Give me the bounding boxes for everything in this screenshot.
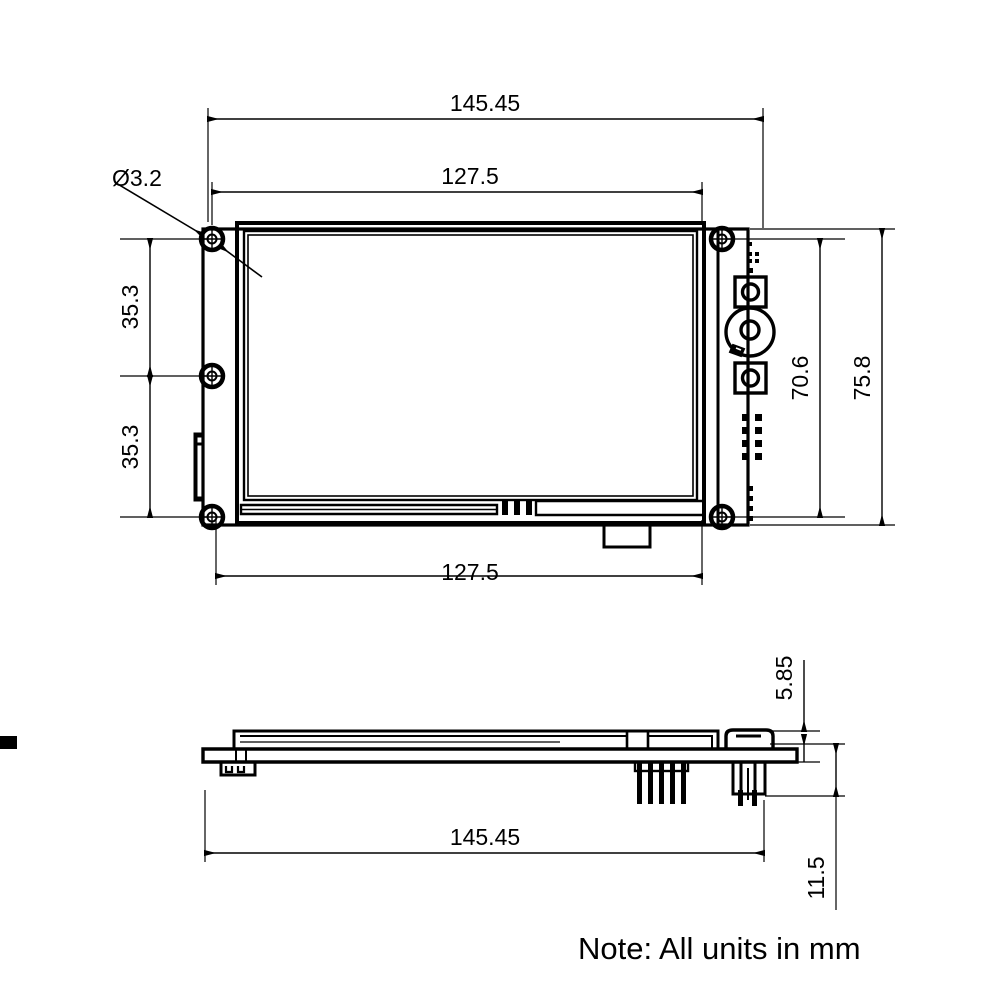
lcd-active-area-inner [247, 234, 694, 497]
side-lcd-body-inner-right [648, 735, 713, 749]
mounting-hole-middle-left [198, 362, 226, 390]
dim-5-85-group [770, 660, 820, 763]
left-edge-notch-outline [193, 432, 203, 502]
dot-column-upper [748, 242, 759, 273]
dim-hole-span-height: 70.6 [787, 356, 813, 401]
units-note: Note: All units in mm [578, 931, 861, 966]
dim-hole-pitch-lower: 35.3 [117, 425, 143, 470]
dim-145-45-bottom-group [204, 790, 765, 862]
dim-total-depth: 11.5 [803, 856, 829, 899]
dim-hole-diameter: Ø3.2 [112, 165, 162, 191]
flex-tick-3 [526, 501, 532, 515]
dim-board-stack-height: 5.85 [771, 656, 797, 701]
side-lcd-body [232, 729, 720, 751]
dim-145-45-top-group [207, 108, 764, 228]
dim-hole-span-top: 127.5 [441, 163, 499, 189]
lcd-active-area [242, 229, 699, 502]
header-pins [633, 760, 690, 804]
pad-array [742, 414, 762, 460]
dim-75-8-group [750, 228, 895, 526]
hole-diameter-leader [115, 182, 263, 278]
left-connector-body [219, 762, 257, 777]
lcd-flex-strip [239, 503, 499, 516]
flex-tick-1 [502, 501, 508, 515]
bottom-edge-connector [602, 523, 652, 549]
push-button-bottom[interactable] [733, 361, 768, 395]
dim-overall-height: 75.8 [849, 356, 875, 401]
dim-overall-length: 145.45 [450, 824, 520, 850]
dim-35-3-lower-group [120, 375, 208, 518]
dim-127-5-bottom-group [215, 520, 703, 585]
left-connector-contacts [224, 766, 246, 774]
lcd-bezel-outer [235, 221, 706, 525]
dim-hole-pitch-upper: 35.3 [117, 285, 143, 330]
dim-70-6-group [727, 238, 845, 518]
buzzer [724, 306, 776, 358]
dim-11-5-group [765, 743, 845, 910]
dim-127-5-top-group [211, 182, 703, 225]
lcd-flex-right-strip [534, 499, 706, 517]
dim-overall-width-top: 145.45 [450, 90, 520, 116]
left-connector-posts [235, 749, 247, 762]
front-view: Ø3.2 145.45 127.5 127.5 35.3 [112, 90, 895, 585]
side-view: 5.85 11.5 145.45 [0, 656, 845, 910]
flex-tick-2 [514, 501, 520, 515]
dim-hole-span-bottom: 127.5 [441, 559, 499, 585]
dim-35-3-upper-group [120, 238, 208, 377]
dot-column-lower [748, 486, 753, 521]
side-lcd-segment-lines [625, 731, 650, 749]
right-edge-connector [0, 728, 775, 806]
